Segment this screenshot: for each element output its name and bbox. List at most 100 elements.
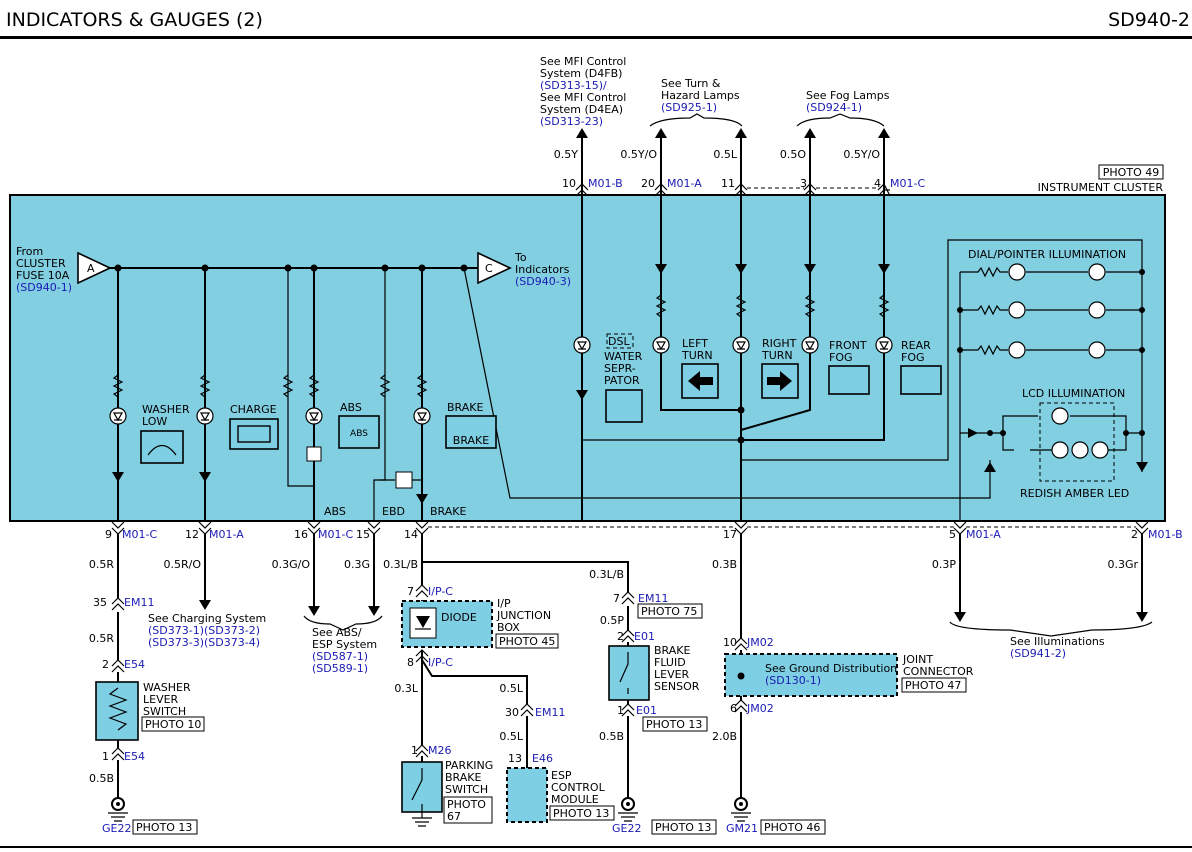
feed-fuse-ref[interactable]: (SD940-1)	[16, 281, 72, 294]
illum-ref-2[interactable]: (SD941-2)	[1010, 647, 1066, 660]
esp-photo-box	[549, 805, 615, 821]
charging-ref-3[interactable]: (SD373-3)(SD373-4)	[148, 636, 260, 649]
jb-conn-ipc-2: I/P-C	[428, 656, 453, 669]
to-ref[interactable]: (SD940-3)	[515, 275, 571, 288]
mfi-label-3: See MFI Control	[540, 91, 626, 104]
jc-photo-box	[901, 677, 967, 693]
jb-name-3: BOX	[497, 621, 520, 634]
washer-ground-ge22: GE22	[102, 822, 131, 835]
washer-wire-05r: 0.5R	[89, 632, 114, 645]
water-sep-icon	[605, 389, 643, 423]
jc-ref-2[interactable]: (SD130-1)	[765, 674, 821, 687]
pin-3: 3	[800, 177, 807, 190]
washer-pin-1: 1	[102, 750, 109, 763]
mfi-ref-1[interactable]: (SD313-15)/	[540, 79, 607, 92]
conn-m01b-top: M01-B	[588, 177, 623, 190]
washer-switch-name-2: LEVER	[143, 693, 179, 706]
pin-10: 10	[562, 177, 576, 190]
esp-control-module	[506, 767, 548, 823]
mfi-ref-2[interactable]: (SD313-23)	[540, 115, 603, 128]
washer-ground-photo: PHOTO 13	[136, 821, 192, 834]
jc-ground-gm21: GM21	[726, 822, 758, 835]
jc-ground-photo: PHOTO 46	[764, 821, 820, 834]
jc-pin-6: 6	[730, 702, 737, 715]
charge-label: CHARGE	[230, 403, 277, 416]
jc-photo: PHOTO 47	[905, 679, 961, 692]
feed-fuse-1: CLUSTER	[16, 257, 66, 270]
conn-m01a-bottom: M01-A	[209, 528, 244, 541]
lcd-illum-circuit	[960, 407, 1145, 472]
mfi-label-1: See MFI Control	[540, 55, 626, 68]
wire-top-5: 0.5Y/O	[843, 148, 880, 161]
net-abs: ABS	[324, 505, 346, 518]
jb-wire-03l: 0.3L	[394, 682, 418, 695]
fog-brace	[796, 113, 885, 127]
charging-ref-2[interactable]: (SD373-1)(SD373-2)	[148, 624, 260, 637]
pin-4: 4	[874, 177, 881, 190]
pin-11: 11	[721, 177, 735, 190]
top-connector-marks	[575, 182, 891, 197]
lamp-resistors	[112, 294, 890, 398]
esp-conn-e46: E46	[532, 752, 553, 765]
connector-c-label: C	[485, 262, 493, 275]
washer-fluid-icon	[147, 444, 177, 456]
fluid-ground-icon	[618, 797, 638, 822]
wire-03lb: 0.3L/B	[383, 558, 418, 571]
bottom-wires	[117, 534, 1143, 800]
abs-ref-4[interactable]: (SD589-1)	[312, 662, 368, 675]
top-wire-arrows	[576, 128, 890, 138]
diode-label: DIODE	[441, 611, 477, 624]
wire-03p: 0.3P	[932, 558, 956, 571]
wire-top-2: 0.5Y/O	[620, 148, 657, 161]
wire-03gr: 0.3Gr	[1107, 558, 1138, 571]
fluid-conn-em11: EM11	[638, 592, 668, 605]
pin-9: 9	[105, 528, 112, 541]
jb-name-1: I/P	[497, 597, 511, 610]
fluid-photo75-box	[637, 603, 703, 619]
abs-ref-1: See ABS/	[312, 626, 362, 639]
jb-pin-7: 7	[407, 585, 414, 598]
fluid-wire-05p: 0.5P	[600, 614, 624, 627]
instrument-cluster-body	[9, 194, 1166, 522]
turn-ref[interactable]: (SD925-1)	[661, 101, 717, 114]
wire-top-4: 0.5O	[780, 148, 806, 161]
washer-pin-2: 2	[102, 658, 109, 671]
washer-lever-switch	[95, 681, 139, 741]
cluster-photo-box	[1098, 164, 1164, 180]
to-label: To	[514, 251, 527, 264]
fluid-ground-photo: PHOTO 13	[655, 821, 711, 834]
charging-ref-1: See Charging System	[148, 612, 266, 625]
fluid-conn-e01b: E01	[636, 704, 657, 717]
rear-fog-label-2: FOG	[901, 351, 925, 364]
ebd-diode-box	[395, 471, 413, 489]
lcd-led-box	[1039, 402, 1115, 482]
fluid-name-4: SENSOR	[654, 680, 700, 693]
diode-icon	[416, 616, 430, 628]
dsl-label: DSL	[608, 335, 630, 348]
page-code: SD940-2	[1108, 9, 1190, 31]
washer-switch-name-1: WASHER	[143, 681, 191, 694]
bottom-arrowheads	[199, 600, 1148, 622]
parking-mark	[415, 744, 429, 758]
fog-ref[interactable]: (SD924-1)	[806, 101, 862, 114]
pin-5: 5	[949, 528, 956, 541]
abs-ref-3[interactable]: (SD587-1)	[312, 650, 368, 663]
fluid-ground-ge22: GE22	[612, 822, 641, 835]
parking-photo-2: 67	[447, 810, 461, 823]
fluid-em11-mark	[621, 591, 635, 605]
washer-switch-name-3: SWITCH	[143, 705, 186, 718]
indicator-lamps	[109, 336, 893, 425]
conn-m01a-bottom-2: M01-A	[966, 528, 1001, 541]
connector-a-label: A	[87, 262, 95, 275]
jc-name-1: JOINT	[902, 653, 933, 666]
pin-12: 12	[185, 528, 199, 541]
abs-ref-2: ESP System	[312, 638, 377, 651]
pin-20: 20	[641, 177, 655, 190]
wire-top-1: 0.5Y	[554, 148, 578, 161]
fluid-pin-2: 2	[617, 630, 624, 643]
mfi-label-2: System (D4FB)	[540, 67, 622, 80]
dial-illum-rows	[957, 263, 1145, 520]
rear-fog-label-1: REAR	[901, 339, 931, 352]
jb-photo-box	[495, 633, 559, 649]
washer-ground-photo-box	[132, 819, 198, 835]
